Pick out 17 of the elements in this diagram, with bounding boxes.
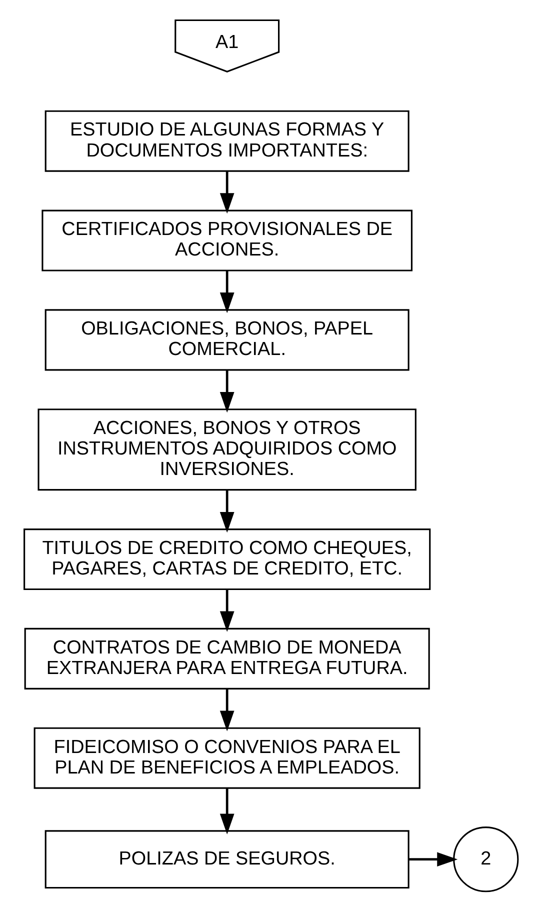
arrow <box>219 270 234 314</box>
arrow <box>219 490 234 533</box>
node-box: FIDEICOMISO O CONVENIOS PARA EL PLAN DE BENEFICIOS A EMPLEADOS. <box>33 727 420 789</box>
arrow <box>219 689 234 732</box>
arrow <box>219 172 234 214</box>
node-circle: 2 <box>452 826 518 892</box>
node-box: POLIZAS DE SEGUROS. <box>44 830 409 889</box>
node-box: TITULOS DE CREDITO COMO CHEQUES, PAGARES, CARTAS DE CREDITO, ETC. <box>23 528 430 590</box>
arrow <box>219 788 234 834</box>
arrow <box>219 590 234 632</box>
node-box: ACCIONES, BONOS Y OTROS INSTRUMENTOS ADQUIRIDOS COMO INVERSIONES. <box>37 408 416 491</box>
node-box: ESTUDIO DE ALGUNAS FORMAS Y DOCUMENTOS IMPORTANTES: <box>44 110 409 172</box>
arrow <box>408 852 458 867</box>
node-box: CERTIFICADOS PROVISIONALES DE ACCIONES. <box>41 210 412 272</box>
node-box: OBLIGACIONES, BONOS, PAPEL COMERCIAL. <box>44 309 409 371</box>
arrow <box>219 370 234 413</box>
node-box: CONTRATOS DE CAMBIO DE MONEDA EXTRANJERA PARA ENTREGA FUTURA. <box>24 628 430 690</box>
